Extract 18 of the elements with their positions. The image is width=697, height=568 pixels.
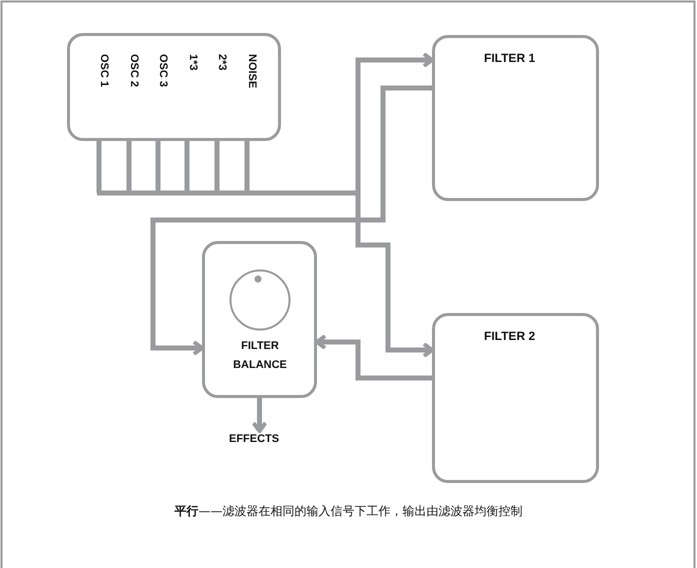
- arrow: [315, 334, 432, 380]
- filter-box: [432, 35, 599, 201]
- channel-label: OSC 3: [157, 54, 169, 88]
- channel-label: OSC 2: [128, 54, 140, 88]
- channel-label: 2*3: [216, 54, 228, 71]
- balance-box: [202, 241, 317, 398]
- arrow: [150, 86, 432, 356]
- filter-box: [432, 313, 599, 483]
- caption: 平行——滤波器在相同的输入信号下工作，输出由滤波器均衡控制: [174, 503, 524, 520]
- channel-label: 1*3: [186, 54, 198, 71]
- channel-label: NOISE: [246, 54, 258, 88]
- filter-label: FILTER 1: [484, 51, 536, 65]
- module-label: FILTER BALANCE: [232, 339, 288, 373]
- filter-label: FILTER 2: [484, 329, 536, 343]
- output-label: EFFECTS: [229, 433, 280, 445]
- channel-label: OSC 1: [98, 54, 110, 88]
- arrow: [252, 398, 268, 433]
- mixer-box: [67, 33, 281, 141]
